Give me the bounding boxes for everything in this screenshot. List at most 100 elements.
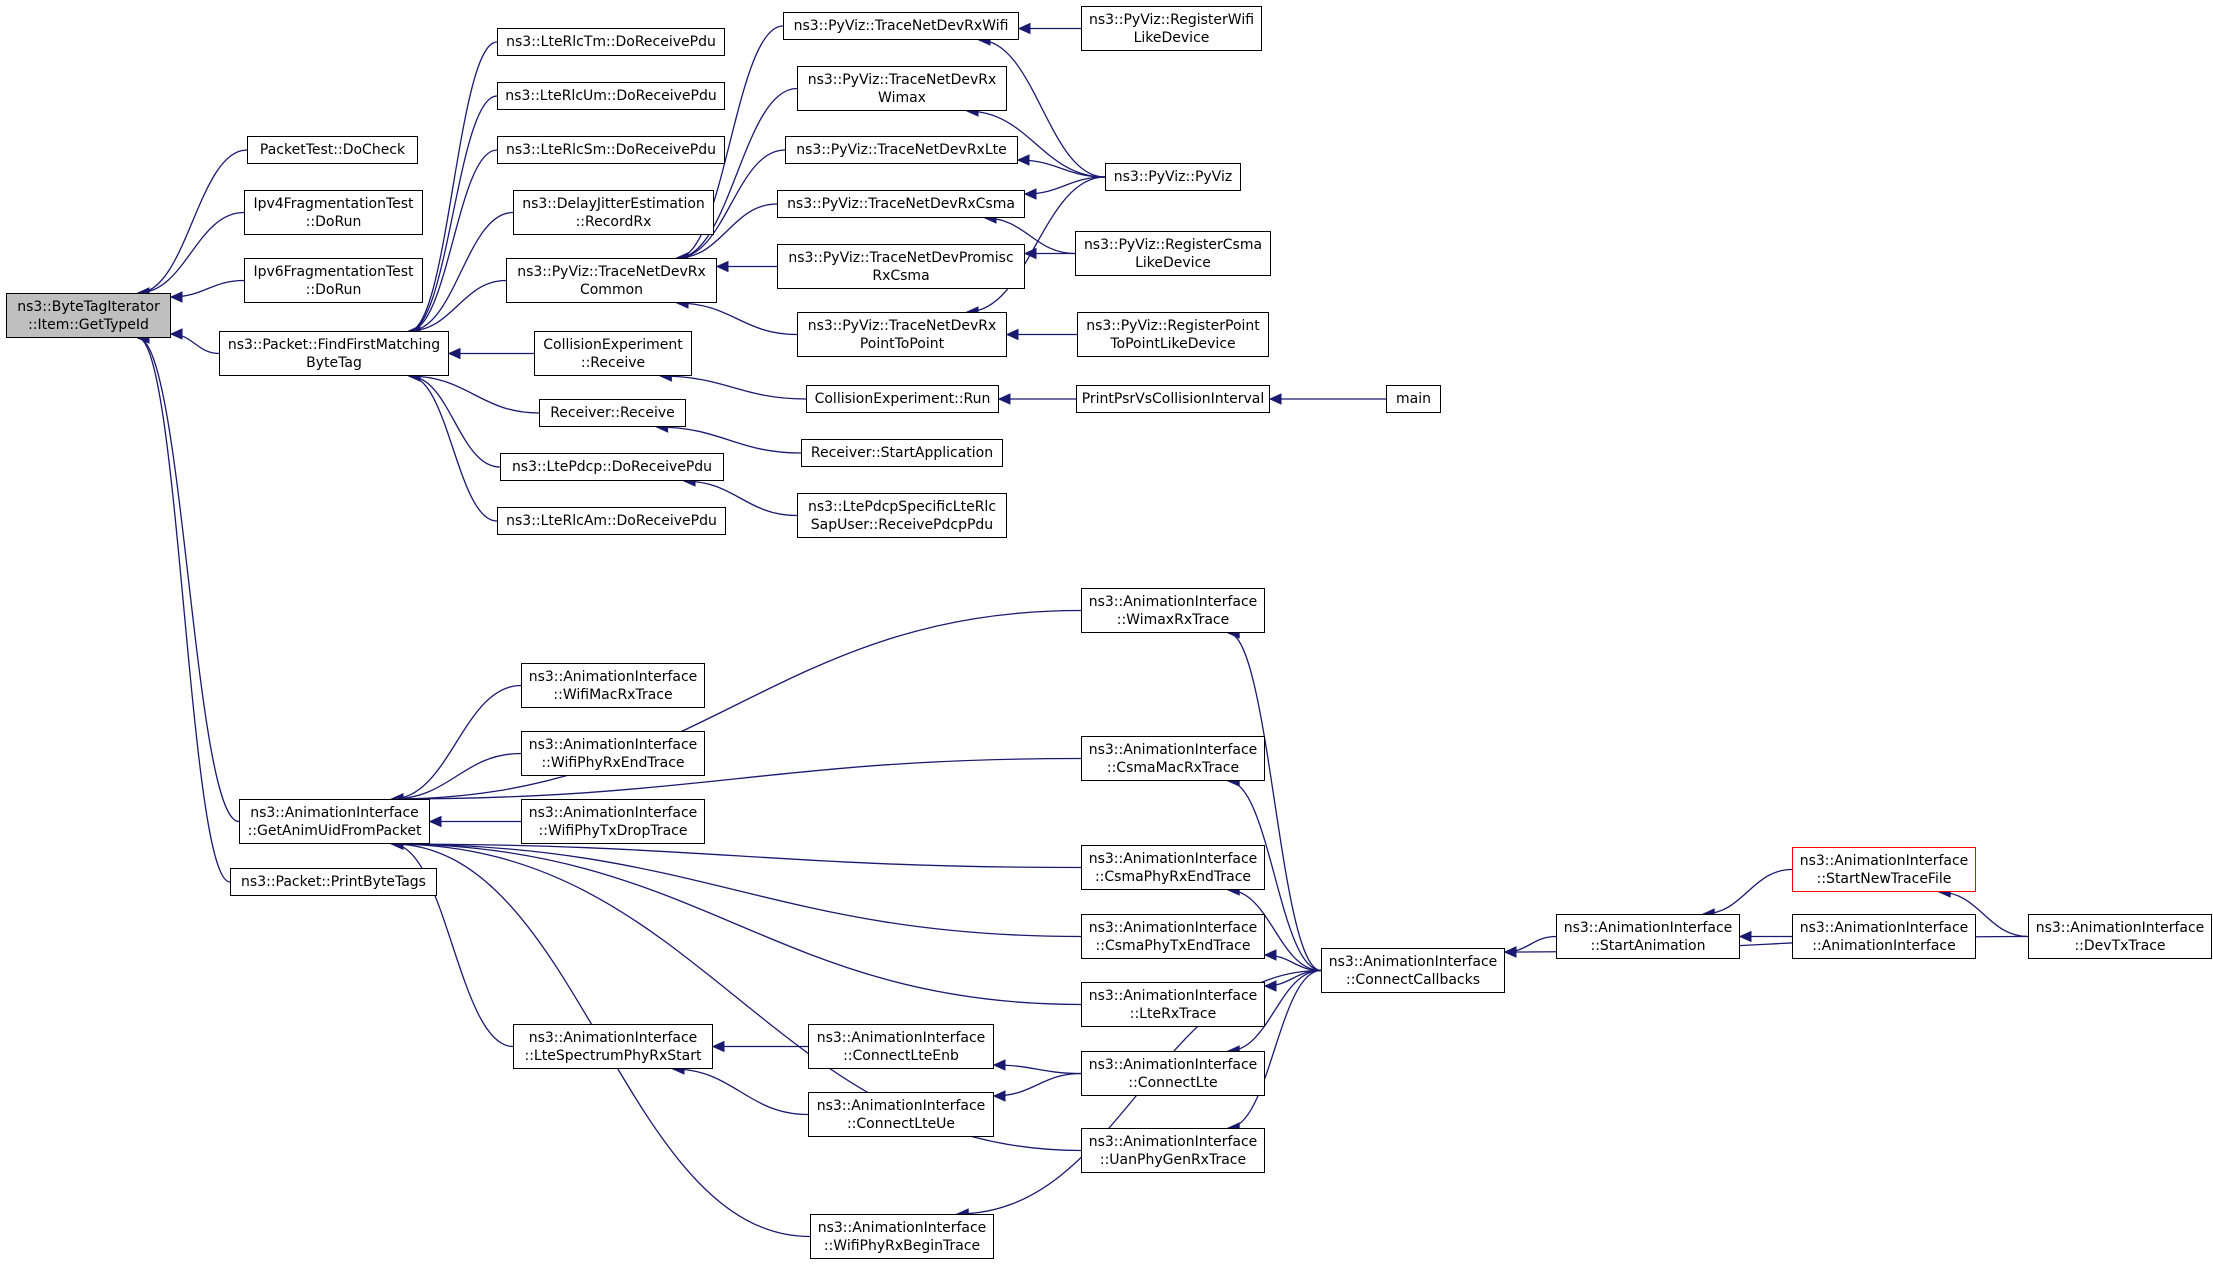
node-label-line: ns3::AnimationInterface <box>2035 919 2205 936</box>
node-connlteenb[interactable]: ns3::AnimationInterface::ConnectLteEnb <box>808 1024 994 1069</box>
node-label-line: ns3::PyViz::PyViz <box>1113 169 1233 185</box>
node-label-line: ns3::AnimationInterface <box>528 668 698 685</box>
node-label-line: ::ConnectLte <box>1128 1074 1218 1091</box>
node-packettest[interactable]: PacketTest::DoCheck <box>247 136 418 164</box>
node-connectcb[interactable]: ns3::AnimationInterface::ConnectCallback… <box>1321 948 1505 993</box>
node-label-line: ns3::AnimationInterface <box>528 736 698 753</box>
node-collrun[interactable]: CollisionExperiment::Run <box>806 385 999 413</box>
node-wifiphyend[interactable]: ns3::AnimationInterface::WifiPhyRxEndTra… <box>521 731 705 776</box>
node-getanim[interactable]: ns3::AnimationInterface::GetAnimUidFromP… <box>239 799 430 844</box>
edge-devtx-to-startnewtrace <box>1939 891 2029 938</box>
node-label-line: ns3::AnimationInterface <box>528 804 698 821</box>
node-label-line: ::ConnectLteUe <box>846 1115 956 1132</box>
node-csmaphyrx[interactable]: ns3::AnimationInterface::CsmaPhyRxEndTra… <box>1081 845 1265 890</box>
node-wimaxrx[interactable]: ns3::AnimationInterface::WimaxRxTrace <box>1081 588 1265 633</box>
node-label-line: ns3::Packet::FindFirstMatching <box>227 336 441 353</box>
edge-rlcam-to-findfirst <box>408 375 498 522</box>
node-label-line: ns3::PyViz::TraceNetDevPromisc <box>788 249 1014 266</box>
arrowhead-ipv6frag-to-root <box>169 291 183 303</box>
edge-pyvizcommon-to-findfirst <box>408 279 507 332</box>
node-connlteue[interactable]: ns3::AnimationInterface::ConnectLteUe <box>808 1092 994 1137</box>
node-label-line: ::LteRxTrace <box>1129 1005 1217 1022</box>
node-label-line: ns3::LteRlcTm::DoReceivePdu <box>506 34 716 50</box>
node-printbytetags[interactable]: ns3::Packet::PrintByteTags <box>230 868 437 896</box>
node-rlctm[interactable]: ns3::LteRlcTm::DoReceivePdu <box>497 28 725 56</box>
node-ltepdcp[interactable]: ns3::LtePdcp::DoReceivePdu <box>500 453 724 481</box>
node-label-line: ns3::AnimationInterface <box>250 804 419 821</box>
node-startnewtrace[interactable]: ns3::AnimationInterface::StartNewTraceFi… <box>1792 847 1976 892</box>
node-pyviz[interactable]: ns3::PyViz::PyViz <box>1105 163 1241 191</box>
node-pywifi[interactable]: ns3::PyViz::TraceNetDevRxWifi <box>783 12 1019 40</box>
node-label-line: ns3::LteRlcSm::DoReceivePdu <box>505 142 717 158</box>
edge-wifimac-to-getanim <box>391 684 522 800</box>
node-label-line: ns3::AnimationInterface <box>1088 593 1258 610</box>
edge-packettest-to-root <box>137 149 248 294</box>
node-uanphy[interactable]: ns3::AnimationInterface::UanPhyGenRxTrac… <box>1081 1128 1265 1173</box>
node-label-line: CollisionExperiment <box>543 336 683 353</box>
node-ipv6frag[interactable]: Ipv6FragmentationTest::DoRun <box>244 258 423 303</box>
node-wifiphydrop[interactable]: ns3::AnimationInterface::WifiPhyTxDropTr… <box>521 799 705 844</box>
arrowhead-printpsr-to-collrun <box>997 393 1011 405</box>
edge-csmaphyrx-to-getanim <box>391 843 1082 869</box>
node-label-line: ::CsmaMacRxTrace <box>1106 759 1240 776</box>
node-pylte[interactable]: ns3::PyViz::TraceNetDevRxLte <box>785 136 1018 164</box>
node-wifiphybegin[interactable]: ns3::AnimationInterface::WifiPhyRxBeginT… <box>810 1214 994 1259</box>
node-rlcsm[interactable]: ns3::LteRlcSm::DoReceivePdu <box>497 136 725 164</box>
node-root[interactable]: ns3::ByteTagIterator::Item::GetTypeId <box>6 293 171 338</box>
edge-rlctm-to-findfirst <box>408 41 498 332</box>
node-main[interactable]: main <box>1386 385 1441 413</box>
node-label-line: ns3::LteRlcUm::DoReceivePdu <box>505 88 717 104</box>
arrowhead-regwifi-to-pywifi <box>1017 22 1031 35</box>
arrowhead-pyviz-to-pylte <box>1016 154 1030 166</box>
node-startanim[interactable]: ns3::AnimationInterface::StartAnimation <box>1556 914 1740 959</box>
edge-pyviz-to-pywimax <box>966 110 1106 178</box>
arrowhead-connlte-to-connlteue <box>992 1090 1006 1102</box>
node-recvstart[interactable]: Receiver::StartApplication <box>801 439 1003 467</box>
node-recvreceive[interactable]: Receiver::Receive <box>539 399 686 427</box>
node-label-line: ::WifiMacRxTrace <box>553 686 673 703</box>
arrowhead-pyviz-to-pycsma <box>1023 188 1037 200</box>
node-collreceive[interactable]: CollisionExperiment::Receive <box>534 331 692 376</box>
node-label-line: ::GetAnimUidFromPacket <box>247 822 422 839</box>
node-csmamac[interactable]: ns3::AnimationInterface::CsmaMacRxTrace <box>1081 736 1265 781</box>
node-devtx[interactable]: ns3::AnimationInterface::DevTxTrace <box>2028 914 2212 959</box>
node-pycsma[interactable]: ns3::PyViz::TraceNetDevRxCsma <box>777 190 1025 218</box>
node-wifimac[interactable]: ns3::AnimationInterface::WifiMacRxTrace <box>521 663 705 708</box>
edge-csmamac-to-getanim <box>391 757 1082 800</box>
node-ltespectrum[interactable]: ns3::AnimationInterface::LteSpectrumPhyR… <box>513 1024 713 1069</box>
node-label-line: ::DoRun <box>305 281 362 298</box>
arrowhead-connectcb-to-csmaphytx <box>1263 949 1277 961</box>
node-label-line: ::AnimationInterface <box>1812 937 1956 954</box>
node-ipv4frag[interactable]: Ipv4FragmentationTest::DoRun <box>244 190 423 235</box>
edge-ltepdcp-to-findfirst <box>408 375 501 468</box>
node-label-line: ::CsmaPhyTxEndTrace <box>1095 937 1251 954</box>
node-animiface[interactable]: ns3::AnimationInterface::AnimationInterf… <box>1792 914 1976 959</box>
node-lterx[interactable]: ns3::AnimationInterface::LteRxTrace <box>1081 982 1265 1027</box>
node-connlte[interactable]: ns3::AnimationInterface::ConnectLte <box>1081 1051 1265 1096</box>
node-delayjitter[interactable]: ns3::DelayJitterEstimation::RecordRx <box>513 190 714 235</box>
node-label-line: ns3::DelayJitterEstimation <box>522 195 705 212</box>
arrowhead-pypromisc-to-pyvizcommon <box>715 260 729 273</box>
node-printpsr[interactable]: PrintPsrVsCollisionInterval <box>1076 385 1270 413</box>
node-label-line: Receiver::Receive <box>550 405 675 421</box>
edge-rlcum-to-findfirst <box>408 95 498 332</box>
node-label-line: ns3::PyViz::TraceNetDevRxLte <box>796 142 1007 158</box>
node-label-line: LikeDevice <box>1135 254 1211 271</box>
node-label-line: ::WimaxRxTrace <box>1116 611 1230 628</box>
node-rlcum[interactable]: ns3::LteRlcUm::DoReceivePdu <box>497 82 725 110</box>
edge-csmaphytx-to-getanim <box>391 843 1082 938</box>
node-rlcam[interactable]: ns3::LteRlcAm::DoReceivePdu <box>497 507 726 535</box>
node-csmaphytx[interactable]: ns3::AnimationInterface::CsmaPhyTxEndTra… <box>1081 914 1265 959</box>
edge-getanim-to-root <box>137 337 240 823</box>
node-label-line: ToPointLikeDevice <box>1110 335 1236 352</box>
